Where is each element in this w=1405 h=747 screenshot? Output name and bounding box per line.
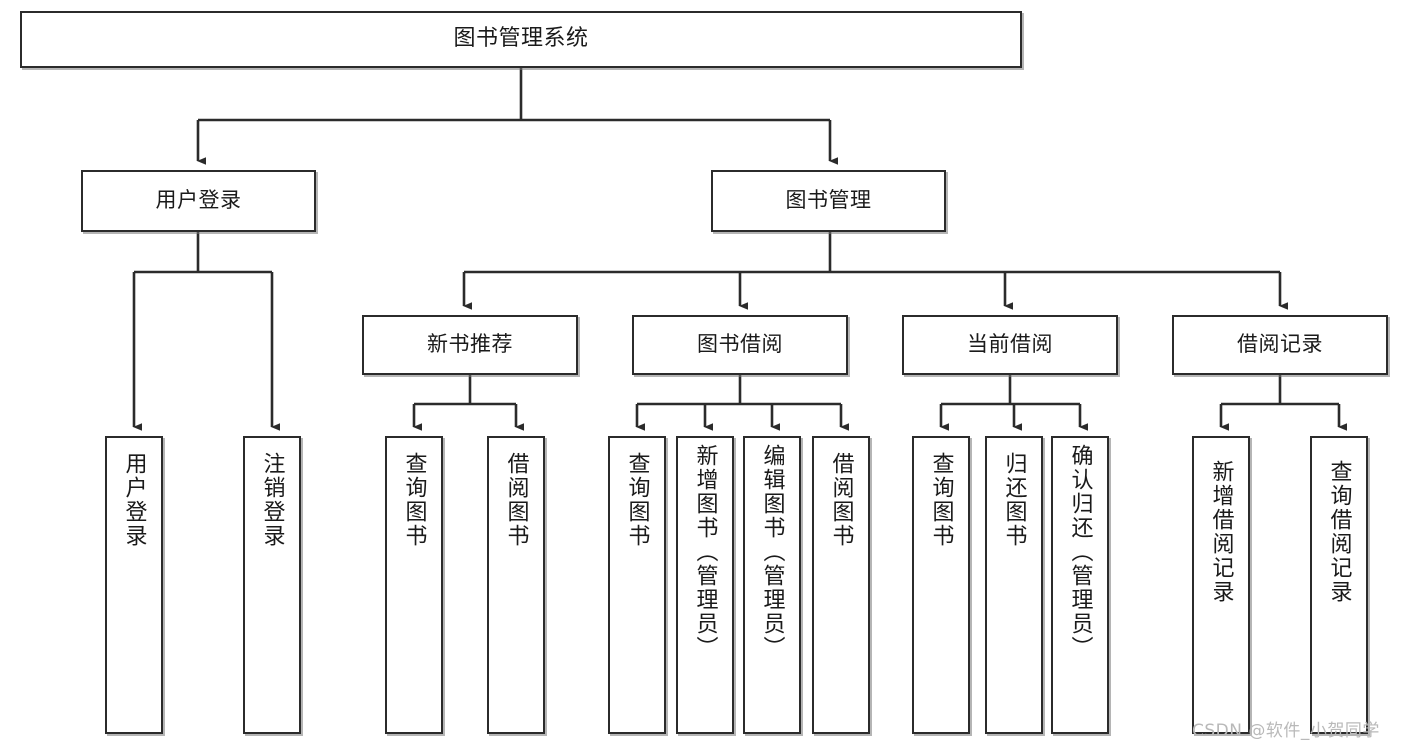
node-user-login[interactable]: 用户登录 bbox=[81, 170, 316, 232]
node-current-borrow[interactable]: 当前借阅 bbox=[902, 315, 1118, 375]
node-book-manage-label: 图书管理 bbox=[785, 188, 872, 213]
node-user-login-label: 用户登录 bbox=[155, 188, 242, 213]
node-new-book-recommend[interactable]: 新书推荐 bbox=[362, 315, 578, 375]
node-leaf-confirm-return-admin[interactable]: 确认归还（管理员） bbox=[1051, 436, 1109, 734]
node-leaf-add-borrow-record-label: 新增借阅记录 bbox=[1208, 460, 1234, 604]
node-leaf-add-book-admin[interactable]: 新增图书（管理员） bbox=[676, 436, 734, 734]
node-leaf-borrow-book-2-label: 借阅图书 bbox=[828, 452, 854, 548]
node-leaf-add-borrow-record[interactable]: 新增借阅记录 bbox=[1192, 436, 1250, 734]
node-leaf-user-logout[interactable]: 注销登录 bbox=[243, 436, 301, 734]
node-borrow-record-label: 借阅记录 bbox=[1237, 332, 1323, 357]
node-book-manage[interactable]: 图书管理 bbox=[711, 170, 946, 232]
node-leaf-query-book-1-label: 查询图书 bbox=[401, 452, 427, 548]
node-leaf-query-borrow-record-label: 查询借阅记录 bbox=[1326, 460, 1352, 604]
node-leaf-user-login-label: 用户登录 bbox=[121, 452, 147, 548]
node-leaf-borrow-book-1[interactable]: 借阅图书 bbox=[487, 436, 545, 734]
node-leaf-user-login[interactable]: 用户登录 bbox=[105, 436, 163, 734]
node-leaf-query-borrow-record[interactable]: 查询借阅记录 bbox=[1310, 436, 1368, 734]
node-leaf-borrow-book-1-label: 借阅图书 bbox=[503, 452, 529, 548]
node-leaf-borrow-book-2[interactable]: 借阅图书 bbox=[812, 436, 870, 734]
node-leaf-return-book[interactable]: 归还图书 bbox=[985, 436, 1043, 734]
node-root-label: 图书管理系统 bbox=[453, 26, 589, 52]
node-leaf-user-logout-label: 注销登录 bbox=[259, 452, 285, 548]
csdn-watermark: CSDN @软件_小贺同学 bbox=[1192, 721, 1380, 741]
node-leaf-edit-book-admin-label: 编辑图书（管理员） bbox=[759, 444, 785, 660]
node-leaf-query-book-2[interactable]: 查询图书 bbox=[608, 436, 666, 734]
node-borrow-record[interactable]: 借阅记录 bbox=[1172, 315, 1388, 375]
node-leaf-confirm-return-admin-label: 确认归还（管理员） bbox=[1067, 444, 1093, 660]
node-leaf-edit-book-admin[interactable]: 编辑图书（管理员） bbox=[743, 436, 801, 734]
node-book-borrow[interactable]: 图书借阅 bbox=[632, 315, 848, 375]
node-leaf-query-book-3[interactable]: 查询图书 bbox=[912, 436, 970, 734]
node-leaf-query-book-3-label: 查询图书 bbox=[928, 452, 954, 548]
node-current-borrow-label: 当前借阅 bbox=[967, 332, 1053, 357]
node-leaf-add-book-admin-label: 新增图书（管理员） bbox=[692, 444, 718, 660]
node-leaf-query-book-1[interactable]: 查询图书 bbox=[385, 436, 443, 734]
node-new-book-recommend-label: 新书推荐 bbox=[427, 332, 513, 357]
node-root[interactable]: 图书管理系统 bbox=[20, 11, 1022, 68]
node-leaf-return-book-label: 归还图书 bbox=[1001, 452, 1027, 548]
node-leaf-query-book-2-label: 查询图书 bbox=[624, 452, 650, 548]
node-book-borrow-label: 图书借阅 bbox=[697, 332, 783, 357]
